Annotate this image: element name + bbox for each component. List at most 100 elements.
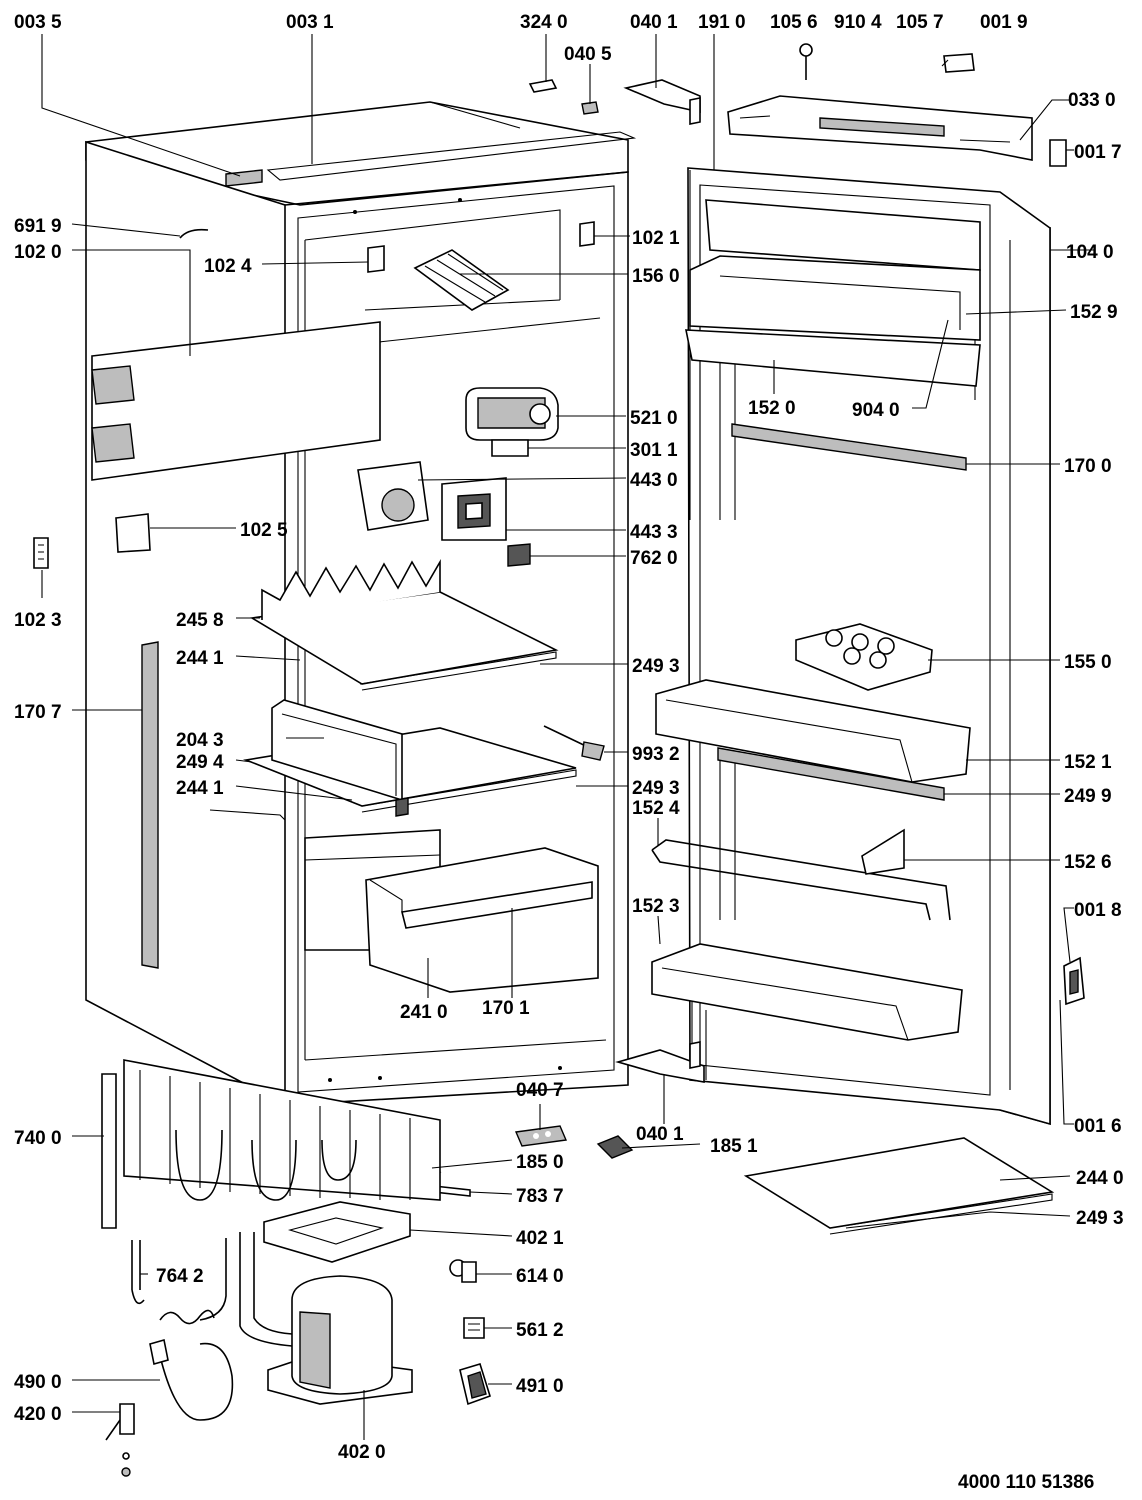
label-420-0: 420 0 — [14, 1404, 62, 1425]
label-301-1: 301 1 — [630, 440, 678, 461]
label-993-2: 993 2 — [632, 744, 680, 765]
part-033-0-door-bracket — [727, 95, 1033, 161]
label-324-0: 324 0 — [520, 12, 568, 33]
label-443-0: 443 0 — [630, 470, 678, 491]
part-249-9-trim — [717, 747, 945, 801]
label-910-4: 910 4 — [834, 12, 882, 33]
label-783-7: 783 7 — [516, 1186, 564, 1207]
label-614-0: 614 0 — [516, 1266, 564, 1287]
part-614-0-relay — [449, 1259, 477, 1283]
label-241-0: 241 0 — [400, 1002, 448, 1023]
label-156-0: 156 0 — [632, 266, 680, 287]
part-001-8-hinge-cover — [1063, 956, 1085, 1006]
label-490-0: 490 0 — [14, 1372, 62, 1393]
part-740-0-condenser — [101, 1059, 441, 1229]
label-521-0: 521 0 — [630, 408, 678, 429]
label-170-1: 170 1 — [482, 998, 530, 1019]
label-249-3-middle: 249 3 — [632, 778, 680, 799]
label-170-7: 170 7 — [14, 702, 62, 723]
label-185-0: 185 0 — [516, 1152, 564, 1173]
part-001-7-clip — [1049, 139, 1067, 167]
part-040-5-spacer — [581, 101, 599, 115]
label-204-3: 204 3 — [176, 730, 224, 751]
part-156-0-ice-tray — [413, 249, 510, 311]
part-152-4-bottle-rail — [651, 839, 951, 921]
label-191-0: 191 0 — [698, 12, 746, 33]
part-762-0-grille — [507, 543, 531, 567]
label-102-0: 102 0 — [14, 242, 62, 263]
label-040-1-top: 040 1 — [630, 12, 678, 33]
part-152-0-door-shelf-with-flap — [685, 199, 981, 387]
label-040-5: 040 5 — [564, 44, 612, 65]
part-993-2-lamp — [543, 725, 605, 761]
label-102-4: 102 4 — [204, 256, 252, 277]
part-443-3-fan-cover — [441, 477, 507, 541]
label-491-0: 491 0 — [516, 1376, 564, 1397]
part-490-0-power-cord — [149, 1338, 234, 1421]
label-102-3: 102 3 — [14, 610, 62, 631]
part-170-0-trim-strip — [731, 423, 967, 471]
label-040-1-bottom: 040 1 — [636, 1124, 684, 1145]
part-155-0-egg-tray — [795, 623, 933, 691]
label-105-7: 105 7 — [896, 12, 944, 33]
label-185-1: 185 1 — [710, 1136, 758, 1157]
part-040-7-plate — [514, 1125, 568, 1147]
label-740-0: 740 0 — [14, 1128, 62, 1149]
part-152-1-door-bin-upper — [655, 679, 971, 783]
label-245-8: 245 8 — [176, 610, 224, 631]
label-764-2: 764 2 — [156, 1266, 204, 1287]
label-402-0: 402 0 — [338, 1442, 386, 1463]
part-402-1-compressor-tray — [263, 1201, 411, 1263]
label-102-5: 102 5 — [240, 520, 288, 541]
label-040-7: 040 7 — [516, 1080, 564, 1101]
part-443-0-fan-unit — [357, 461, 429, 531]
label-244-1-middle: 244 1 — [176, 778, 224, 799]
cabinet — [85, 101, 637, 1107]
part-244-1-glass-shelf-upper — [249, 559, 559, 691]
part-labels: 003 5 003 1 324 0 040 5 040 1 191 0 105 … — [14, 12, 1124, 1493]
part-324-0-pin — [528, 79, 558, 93]
part-521-0-thermostat-housing — [465, 387, 559, 441]
leader-lines — [41, 34, 1094, 1440]
part-244-0-glass-shelf-lower — [743, 1137, 1055, 1235]
label-001-9: 001 9 — [980, 12, 1028, 33]
label-170-0: 170 0 — [1064, 456, 1112, 477]
part-241-0-crisper-drawer — [365, 847, 599, 993]
part-001-9-cap — [943, 53, 975, 73]
label-001-8: 001 8 — [1074, 900, 1122, 921]
part-102-5-bracket — [115, 513, 151, 553]
label-402-1: 402 1 — [516, 1228, 564, 1249]
part-040-1-top-hinge — [623, 79, 701, 125]
label-001-6: 001 6 — [1074, 1116, 1122, 1137]
label-443-3: 443 3 — [630, 522, 678, 543]
diagram-id: 4000 110 51386 — [958, 1472, 1094, 1493]
label-105-6: 105 6 — [770, 12, 818, 33]
part-105-6-screw — [799, 43, 813, 80]
label-244-1-upper: 244 1 — [176, 648, 224, 669]
part-102-4-hinge-clip — [367, 245, 385, 273]
part-301-1-label — [491, 439, 529, 457]
part-764-2-capillary — [131, 1238, 227, 1325]
part-185-1-cover — [596, 1135, 634, 1159]
part-040-1-bottom-hinge — [615, 1041, 705, 1083]
label-152-9: 152 9 — [1070, 302, 1118, 323]
label-003-5: 003 5 — [14, 12, 62, 33]
label-152-0: 152 0 — [748, 398, 796, 419]
part-402-0-compressor — [239, 1232, 413, 1405]
part-204-3-shelf-with-divider — [243, 699, 577, 817]
label-561-2: 561 2 — [516, 1320, 564, 1341]
part-102-3-hinge — [33, 537, 49, 569]
label-001-7: 001 7 — [1074, 142, 1122, 163]
label-249-3-upper: 249 3 — [632, 656, 680, 677]
part-561-2-clip — [463, 1317, 485, 1339]
label-762-0: 762 0 — [630, 548, 678, 569]
part-691-9-wire — [179, 228, 209, 239]
label-102-1: 102 1 — [632, 228, 680, 249]
label-152-3: 152 3 — [632, 896, 680, 917]
part-152-3-door-bin-lower — [651, 943, 963, 1041]
label-249-3-lower: 249 3 — [1076, 1208, 1124, 1229]
part-152-6-divider — [861, 828, 905, 875]
label-249-9: 249 9 — [1064, 786, 1112, 807]
label-152-1: 152 1 — [1064, 752, 1112, 773]
